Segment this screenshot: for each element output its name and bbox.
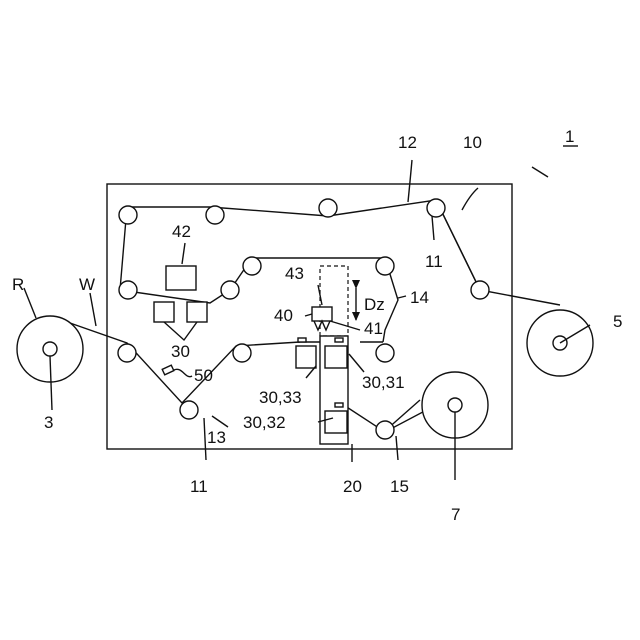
head-block <box>312 307 332 321</box>
guide-roller <box>376 421 394 439</box>
label-stage: 20 <box>343 477 362 496</box>
label-camera: 43 <box>285 264 304 283</box>
label-unit-32: 30,32 <box>243 413 286 432</box>
label-rollers-bottom: 11 <box>190 477 208 496</box>
units-bracket <box>164 322 197 340</box>
guide-roller <box>118 344 136 362</box>
guide-roller <box>427 199 445 217</box>
label-path-13: 13 <box>207 428 226 447</box>
unit-33 <box>296 346 316 368</box>
label-direction: Dz <box>364 295 385 314</box>
label-unwind: 3 <box>44 413 53 432</box>
unit-31-cap <box>335 338 343 342</box>
guide-roller <box>206 206 224 224</box>
label-wound-roll: 7 <box>451 505 460 524</box>
controller-box <box>166 266 196 290</box>
guide-roller <box>471 281 489 299</box>
label-units: 30 <box>171 342 190 361</box>
label-web-w: W <box>79 275 95 294</box>
label-controller: 42 <box>172 222 191 241</box>
unit-box-right <box>187 302 207 322</box>
reference-labels: 1 R W 3 5 7 10 12 11 11 13 14 15 20 30 3… <box>12 127 622 524</box>
guide-roller <box>233 344 251 362</box>
unit-box-left <box>154 302 174 322</box>
guide-roller <box>376 257 394 275</box>
guide-roller <box>119 206 137 224</box>
label-apparatus: 1 <box>565 127 574 146</box>
head-part <box>314 321 330 330</box>
label-path-15: 15 <box>390 477 409 496</box>
leader-lines <box>24 160 590 480</box>
unit-32-cap <box>335 403 343 407</box>
guide-roller <box>243 257 261 275</box>
unit-33-cap <box>298 338 306 342</box>
guide-roller <box>376 344 394 362</box>
label-sensor: 50 <box>194 366 213 385</box>
unit-32 <box>325 411 347 433</box>
label-path-14: 14 <box>410 288 429 307</box>
sensor <box>162 365 174 375</box>
label-unit-33: 30,33 <box>259 388 302 407</box>
label-head-part: 41 <box>364 319 383 338</box>
label-unit-31: 30,31 <box>362 373 405 392</box>
unit-31 <box>325 346 347 368</box>
label-rollers: 11 <box>425 252 443 271</box>
label-roll-r: R <box>12 275 24 294</box>
guide-roller <box>221 281 239 299</box>
guide-roller <box>319 199 337 217</box>
label-path-top: 12 <box>398 133 417 152</box>
label-head: 40 <box>274 306 293 325</box>
label-conveyance: 10 <box>463 133 482 152</box>
guide-roller <box>119 281 137 299</box>
sensor-leader <box>174 369 192 376</box>
label-rewind: 5 <box>613 312 622 331</box>
guide-roller <box>180 401 198 419</box>
